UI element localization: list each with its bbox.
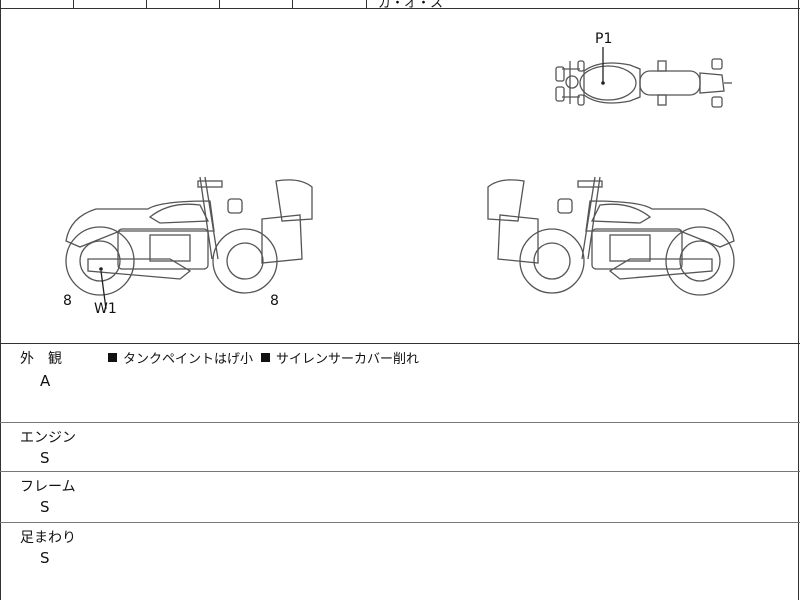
- table-cell: [146, 0, 220, 8]
- bullet-square-icon: [108, 353, 117, 362]
- section-grade: S: [40, 498, 50, 516]
- marker-rear-wheel: 8: [63, 293, 72, 309]
- top-table-strip: ガ・オ・ス: [0, 0, 800, 11]
- motorcycle-illustration: [65, 47, 735, 310]
- table-cell: [0, 0, 74, 8]
- section-grade: S: [40, 549, 50, 567]
- section-engine: エンジン S: [0, 423, 800, 472]
- marker-front-wheel: 8: [270, 293, 279, 309]
- marker-p1: P1: [595, 31, 613, 47]
- table-cell: [219, 0, 293, 8]
- bullet-square-icon: [261, 353, 271, 362]
- marker-w1: W1: [94, 301, 117, 317]
- section-grade: S: [40, 449, 50, 467]
- note-item: サイレンサーカバー削れ: [276, 352, 420, 367]
- left-side-motorcycle: [65, 176, 313, 310]
- section-title: 外 観: [20, 351, 62, 367]
- clipped-header-text: ガ・オ・ス: [378, 0, 444, 11]
- section-title: フレーム: [20, 479, 76, 495]
- section-frame: フレーム S: [0, 472, 800, 523]
- section-title: 足まわり: [20, 530, 76, 546]
- section-suspension: 足まわり S: [0, 523, 800, 600]
- right-side-motorcycle: [487, 176, 735, 296]
- section-title: エンジン: [20, 430, 76, 446]
- top-view-motorcycle: [555, 47, 732, 108]
- damage-diagram: P1 W1 8 8: [0, 9, 800, 344]
- note-item: タンクペイントはげ小: [123, 352, 254, 367]
- section-exterior: 外 観 A タンクペイントはげ小 サイレンサーカバー削れ: [0, 344, 800, 423]
- table-cell: [73, 0, 147, 8]
- section-grade: A: [40, 372, 51, 390]
- table-cell: [292, 0, 367, 8]
- exterior-notes: タンクペイントはげ小 サイレンサーカバー削れ: [108, 348, 419, 367]
